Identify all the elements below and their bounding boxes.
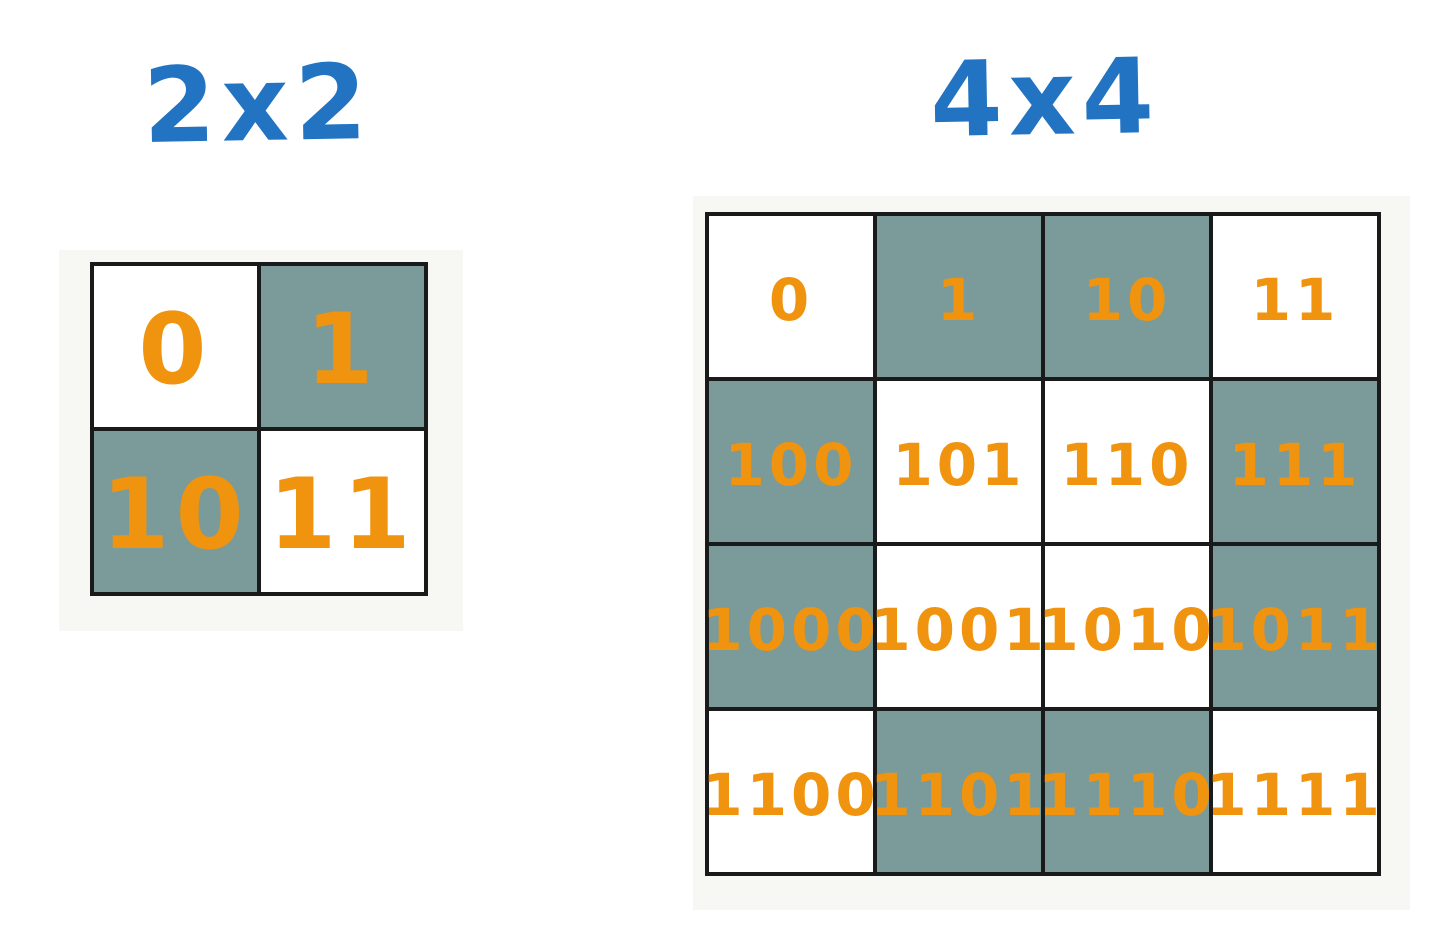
grid-4x4-cell-r3c4: 1011 [1206,546,1380,707]
grid-2x2-cell-r2c2: 11 [261,431,424,592]
grid-4x4-cell-r2c1: 100 [709,381,873,542]
grid-2x2-title: 2x2 [142,41,374,167]
grid-2x2-cell-r1c1: 0 [94,266,257,427]
grid-4x4-cell-r2c3: 110 [1045,381,1209,542]
grid-4x4-cell-r3c3: 1010 [1038,546,1212,707]
grid-4x4-cell-r1c3: 10 [1045,216,1209,377]
grid-4x4-cell-r2c4: 111 [1213,381,1377,542]
grid-4x4-cell-r1c2: 1 [877,216,1041,377]
grid-4x4-cell-r4c2: 1101 [870,711,1044,872]
grid-4x4-title: 4x4 [929,35,1161,161]
grid-4x4-cell-r4c3: 1110 [1038,711,1212,872]
grid-4x4-cell-r4c4: 1111 [1206,711,1380,872]
grid-4x4-cell-r3c1: 1000 [702,546,876,707]
grid-2x2-cell-r2c1: 10 [94,431,257,592]
grid-4x4-cell-r1c1: 0 [709,216,873,377]
grid-4x4-cell-r4c1: 1100 [702,711,876,872]
grid-4x4-cell-r2c2: 101 [877,381,1041,542]
grid-4x4-cell-r3c2: 1001 [870,546,1044,707]
grid-2x2-cell-r1c2: 1 [261,266,424,427]
grid-4x4-cell-r1c4: 11 [1213,216,1377,377]
